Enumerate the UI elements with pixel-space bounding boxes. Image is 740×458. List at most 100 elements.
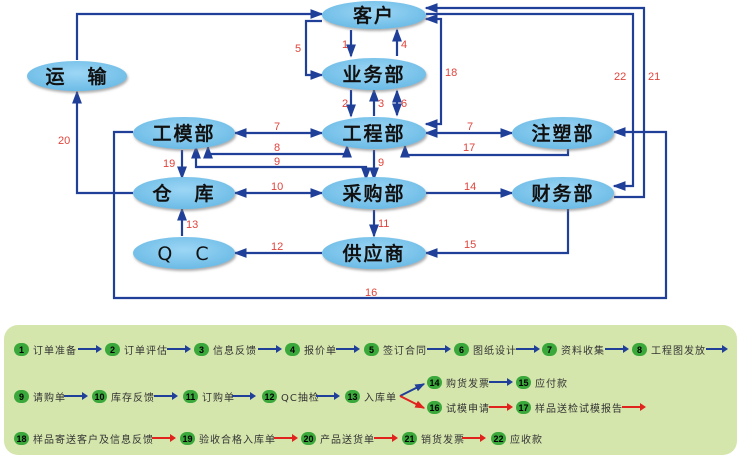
flow-arrow-icon [622,403,646,411]
node-sales: 业务部 [322,58,426,90]
step-label: 验收合格入库单 [199,435,276,446]
step-label: 样品寄送客户及信息反馈 [33,435,154,446]
step-number-badge: 21 [402,432,417,445]
step-label: 信息反馈 [213,346,257,357]
legend-step-8: 8 工程图发放 [632,342,706,357]
step-number-badge: 8 [632,343,647,356]
edge-label-9a: 9 [274,156,280,168]
flow-arrow-icon [167,345,191,353]
edge-label-7b: 7 [467,121,473,133]
edge-label-19: 19 [163,158,175,170]
node-finance-label: 财务部 [531,182,594,205]
node-customer-label: 客户 [353,4,395,27]
step-number-badge: 10 [92,390,107,403]
node-supplier: 供应商 [322,237,426,269]
flow-arrow-icon [274,434,298,442]
step-number-badge: 4 [285,343,300,356]
legend-step-2: 2 订单评估 [105,342,168,357]
step-label: 销货发票 [421,435,465,446]
step-number-badge: 11 [183,390,198,403]
step-number-badge: 20 [301,432,316,445]
step-label: 资料收集 [561,346,605,357]
node-injection: 注塑部 [512,117,614,149]
step-number-badge: 6 [454,343,469,356]
legend-step-16: 16 试模申请 [427,400,490,415]
flow-arrow-icon [78,345,102,353]
edge-label-18: 18 [445,67,457,79]
edge-label-10: 10 [271,181,283,193]
flow-arrow-icon [64,392,88,400]
step-number-badge: 7 [542,343,557,356]
flow-arrow-icon [462,434,486,442]
node-warehouse: 仓 库 [133,177,235,209]
edge-label-9b: 9 [378,157,384,169]
flow-arrow-icon [154,392,178,400]
edge-label-4: 4 [401,39,407,51]
edge-9a [191,145,371,181]
node-purchasing-label: 采购部 [342,182,405,205]
step-label: 订单评估 [124,346,168,357]
legend-step-20: 20 产品送货单 [301,431,375,446]
branch-arrows-icon [399,383,426,409]
step-number-badge: 9 [14,390,29,403]
edge-18 [424,14,443,129]
step-number-badge: 15 [516,376,531,389]
edge-16 [112,127,668,300]
step-label: 签订合同 [383,346,427,357]
step-number-badge: 12 [262,390,277,403]
node-supplier-label: 供应商 [341,242,405,265]
step-label: 产品送货单 [320,435,375,446]
edge-label-14: 14 [464,181,476,193]
flow-arrow-icon [427,345,451,353]
step-label: 试模申请 [446,404,490,415]
legend-step-3: 3 信息反馈 [194,342,257,357]
step-label: 订单准备 [33,346,77,357]
edge-22 [426,12,635,191]
node-warehouse-label: 仓 库 [151,182,215,205]
node-engineering: 工程部 [322,117,426,149]
node-qc: Q C [133,237,235,269]
step-number-badge: 16 [427,401,442,414]
flow-arrow-icon [152,434,176,442]
node-engineering-label: 工程部 [342,122,405,145]
step-label: 工程图发放 [651,346,706,357]
node-injection-label: 注塑部 [531,122,594,145]
edge-label-20: 20 [58,135,70,147]
legend-step-13: 13 入库单 [345,389,397,404]
edge-label-15: 15 [464,239,476,251]
flow-arrow-icon [232,392,256,400]
edge-label-12: 12 [271,241,283,253]
step-number-badge: 5 [364,343,379,356]
edge-label-11: 11 [378,218,389,230]
edge-15 [424,208,570,258]
edge-label-6: 6 [401,98,407,110]
edge-label-8: 8 [274,142,280,154]
legend-step-18: 18 样品寄送客户及信息反馈 [14,431,154,446]
step-number-badge: 13 [345,390,360,403]
step-label: 入库单 [364,393,397,404]
step-label: 样品送检试模报告 [535,404,623,415]
step-label: 应收款 [510,435,543,446]
step-number-badge: 3 [194,343,209,356]
edge-21 [424,3,646,199]
legend-step-21: 21 销货发票 [402,431,465,446]
step-label: QC抽检 [281,393,320,404]
flow-arrow-icon [605,345,629,353]
step-label: 库存反馈 [111,393,155,404]
edge-label-7a: 7 [274,121,280,133]
node-sales-label: 业务部 [342,63,405,86]
step-number-badge: 2 [105,343,120,356]
node-qc-label: Q C [157,243,210,265]
node-customer: 客户 [322,1,426,29]
edge-label-3: 3 [378,98,384,110]
step-number-badge: 18 [14,432,29,445]
node-finance: 财务部 [512,177,614,209]
